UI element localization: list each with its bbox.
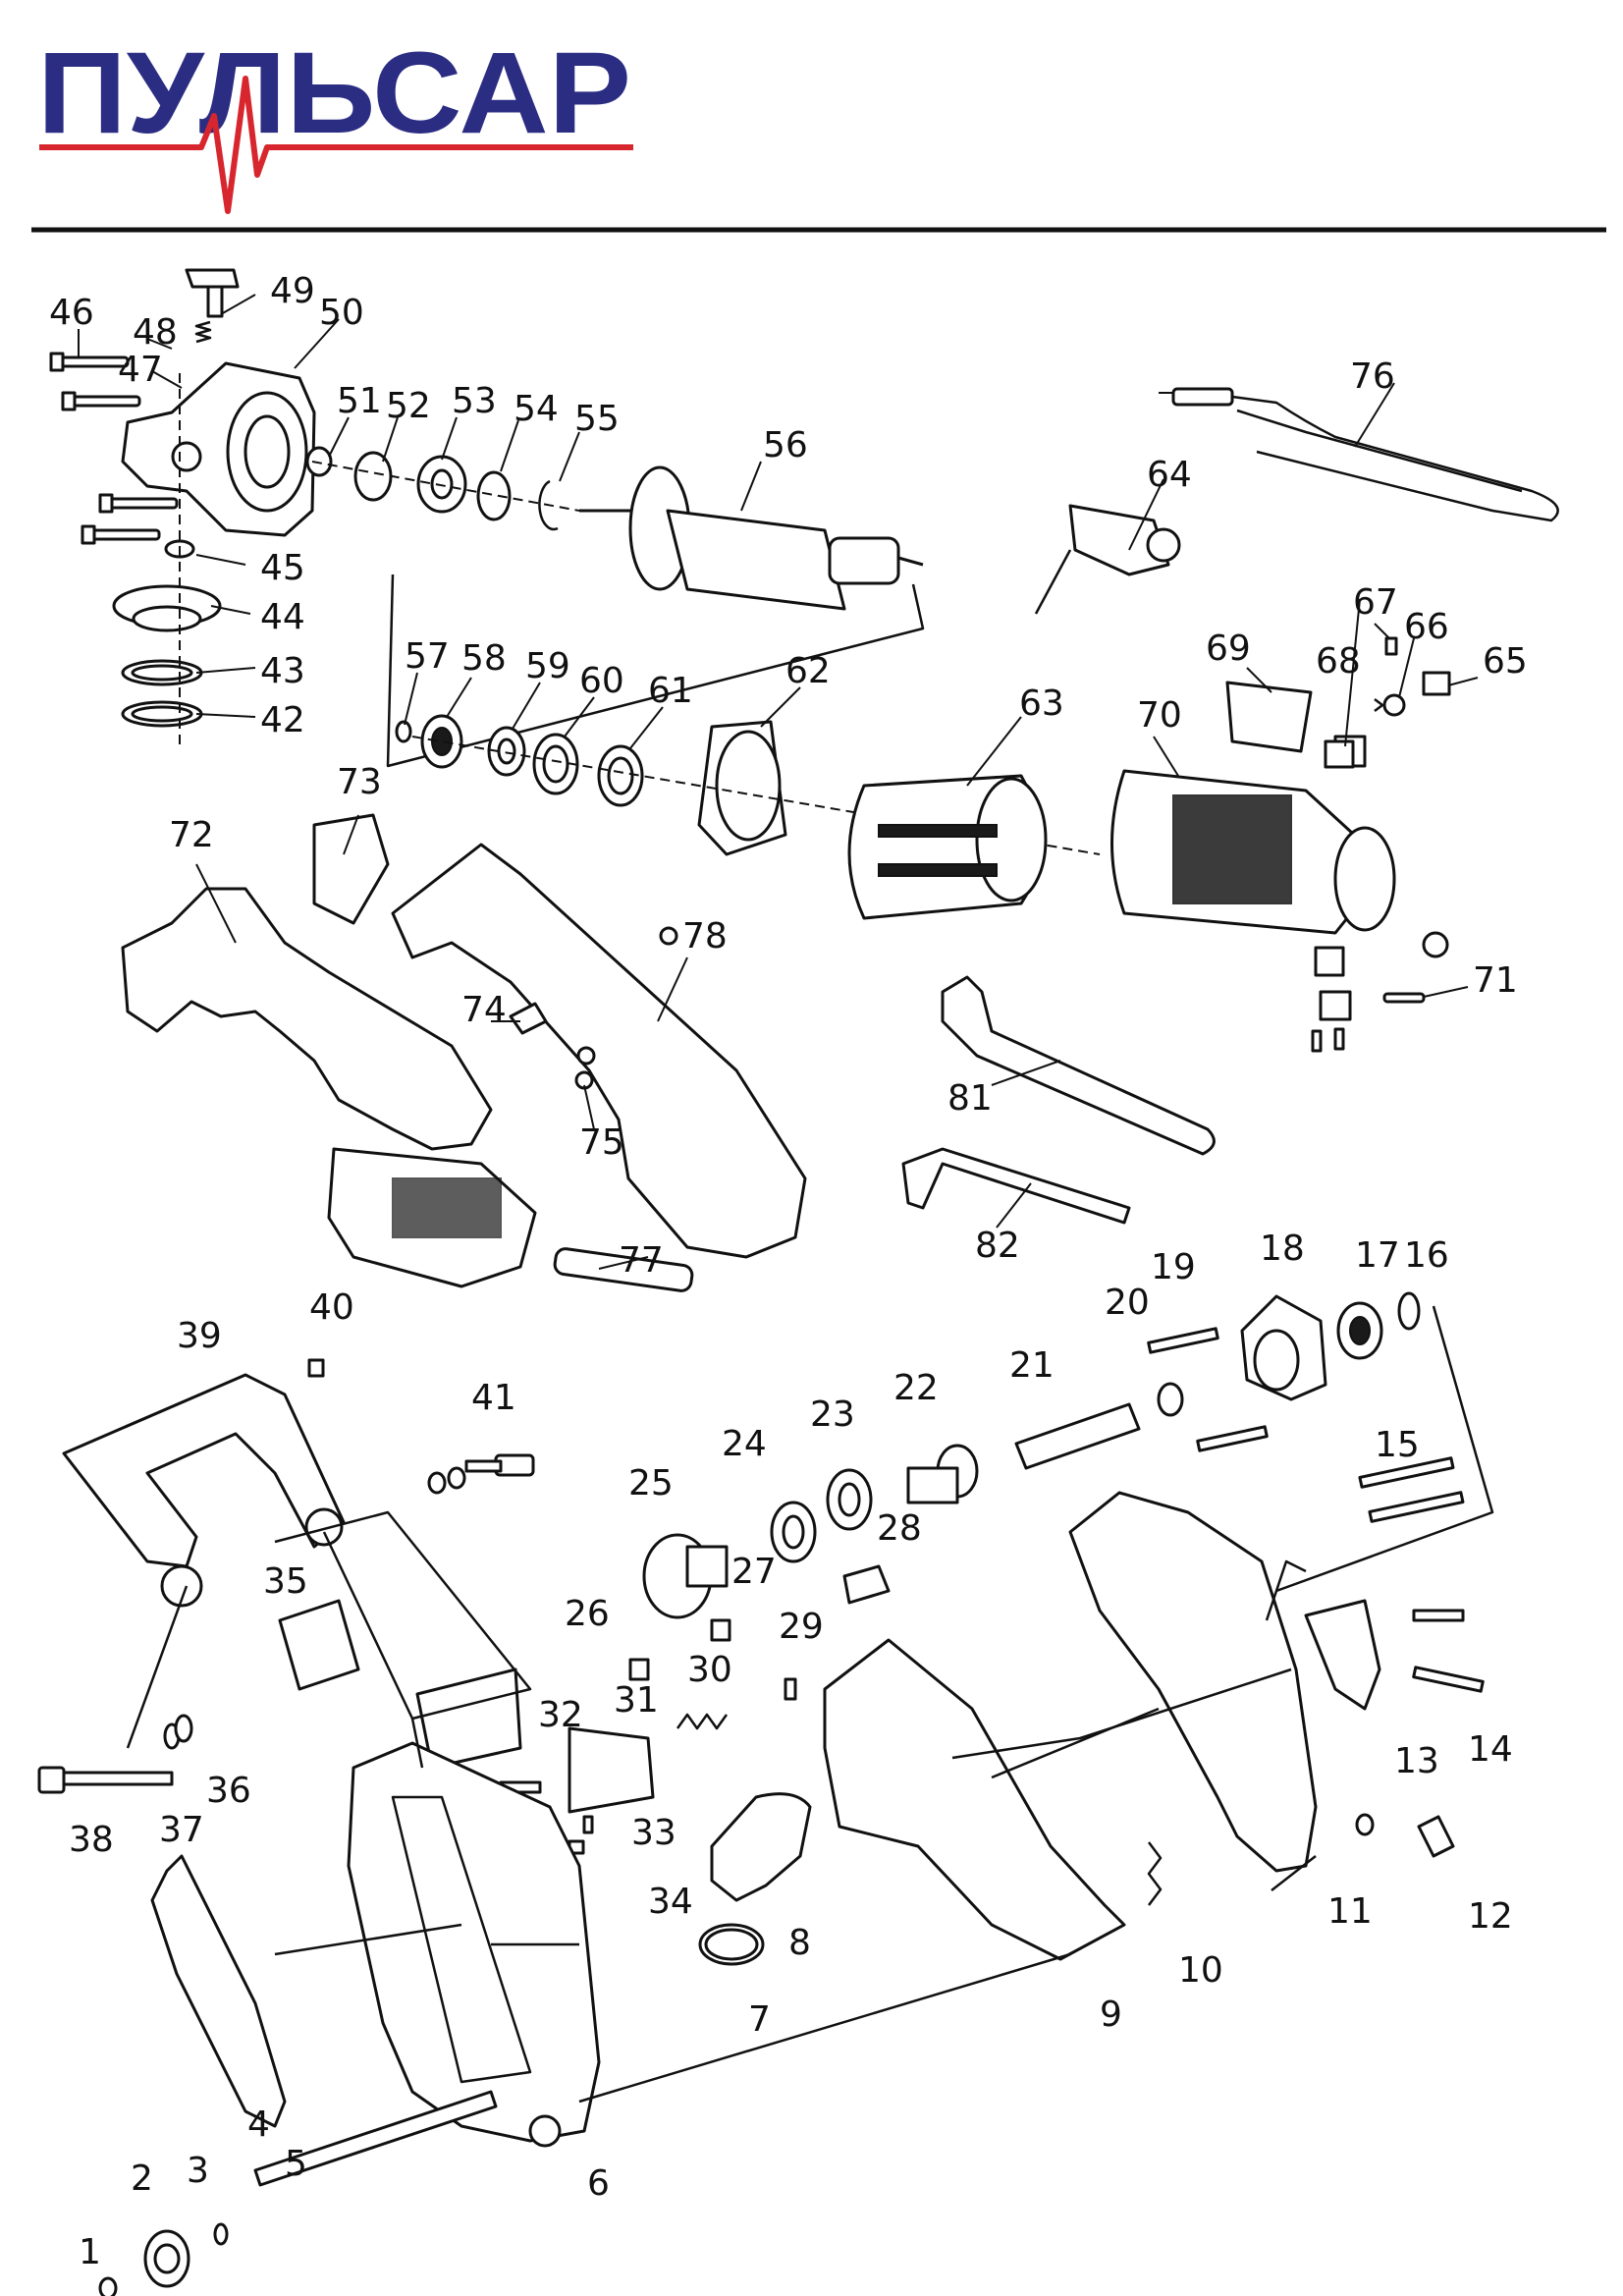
callout-35: 35 bbox=[263, 1561, 308, 1602]
callout-69: 69 bbox=[1206, 629, 1251, 669]
callout-56: 56 bbox=[763, 425, 808, 465]
handle-housing bbox=[121, 813, 807, 1292]
callout-63: 63 bbox=[1019, 683, 1064, 724]
callout-81: 81 bbox=[947, 1078, 993, 1119]
callout-38: 38 bbox=[69, 1820, 114, 1860]
callout-16: 16 bbox=[1404, 1235, 1449, 1276]
callout-82: 82 bbox=[975, 1226, 1020, 1266]
callout-52: 52 bbox=[386, 386, 431, 426]
callout-2: 2 bbox=[131, 2159, 153, 2199]
callout-49: 49 bbox=[270, 271, 315, 311]
callout-48: 48 bbox=[133, 312, 178, 353]
callout-7: 7 bbox=[748, 1999, 771, 2040]
callout-57: 57 bbox=[405, 636, 450, 677]
callout-8: 8 bbox=[788, 1923, 811, 1963]
callout-53: 53 bbox=[452, 381, 497, 421]
callout-65: 65 bbox=[1483, 641, 1528, 682]
callout-12: 12 bbox=[1468, 1896, 1513, 1937]
callout-34: 34 bbox=[648, 1882, 693, 1922]
callout-36: 36 bbox=[206, 1771, 251, 1811]
callout-33: 33 bbox=[631, 1813, 676, 1853]
callout-41: 41 bbox=[471, 1378, 516, 1418]
callout-20: 20 bbox=[1105, 1283, 1150, 1323]
callout-29: 29 bbox=[779, 1607, 824, 1647]
callout-77: 77 bbox=[619, 1240, 664, 1281]
callout-6: 6 bbox=[587, 2163, 610, 2204]
callout-22: 22 bbox=[893, 1368, 939, 1408]
callout-47: 47 bbox=[118, 350, 163, 390]
lower-guard-assembly bbox=[37, 1291, 1494, 2296]
callout-5: 5 bbox=[285, 2144, 307, 2184]
callout-25: 25 bbox=[628, 1463, 674, 1503]
screws-46-47 bbox=[49, 352, 179, 545]
callout-18: 18 bbox=[1260, 1229, 1305, 1269]
callout-78: 78 bbox=[682, 916, 728, 957]
callout-19: 19 bbox=[1151, 1247, 1196, 1287]
brand-pulse-line bbox=[39, 76, 633, 214]
callout-23: 23 bbox=[810, 1394, 855, 1435]
callout-32: 32 bbox=[538, 1695, 583, 1735]
motor-stator-housing bbox=[847, 769, 1396, 935]
callout-21: 21 bbox=[1009, 1345, 1055, 1386]
tools bbox=[901, 975, 1216, 1225]
callout-75: 75 bbox=[579, 1122, 624, 1163]
callout-45: 45 bbox=[260, 548, 305, 588]
callout-72: 72 bbox=[169, 815, 214, 855]
callout-30: 30 bbox=[687, 1650, 732, 1690]
callout-10: 10 bbox=[1178, 1950, 1223, 1991]
callout-74: 74 bbox=[461, 990, 507, 1030]
callout-14: 14 bbox=[1468, 1729, 1513, 1770]
gear-housing-assembly bbox=[49, 268, 580, 746]
brush-and-cord-parts bbox=[1034, 387, 1559, 1053]
callout-37: 37 bbox=[159, 1810, 204, 1850]
callout-54: 54 bbox=[514, 389, 559, 429]
callout-58: 58 bbox=[461, 638, 507, 679]
bearing-row bbox=[395, 714, 1101, 856]
brand-logo: ПУЛЬСАР bbox=[37, 28, 633, 214]
armature bbox=[386, 465, 925, 768]
callout-50: 50 bbox=[319, 293, 364, 333]
callout-55: 55 bbox=[574, 399, 620, 439]
callout-61: 61 bbox=[648, 671, 693, 711]
callout-28: 28 bbox=[877, 1508, 922, 1549]
callout-66: 66 bbox=[1404, 607, 1449, 647]
callout-40: 40 bbox=[309, 1287, 354, 1328]
callout-24: 24 bbox=[722, 1424, 767, 1464]
callout-42: 42 bbox=[260, 700, 305, 740]
callout-59: 59 bbox=[525, 646, 570, 686]
leader-lines bbox=[78, 294, 1479, 1270]
callout-76: 76 bbox=[1350, 356, 1395, 397]
callout-9: 9 bbox=[1100, 1995, 1122, 2035]
callout-13: 13 bbox=[1394, 1741, 1439, 1781]
callout-43: 43 bbox=[260, 651, 305, 691]
callout-73: 73 bbox=[337, 762, 382, 802]
callout-3: 3 bbox=[187, 2151, 209, 2191]
callout-44: 44 bbox=[260, 597, 305, 637]
callout-62: 62 bbox=[785, 651, 831, 691]
callout-26: 26 bbox=[565, 1594, 610, 1634]
callout-15: 15 bbox=[1375, 1425, 1420, 1465]
callout-60: 60 bbox=[579, 661, 624, 701]
callout-68: 68 bbox=[1316, 641, 1361, 682]
callout-17: 17 bbox=[1355, 1235, 1400, 1276]
callout-51: 51 bbox=[337, 381, 382, 421]
callout-1: 1 bbox=[79, 2232, 101, 2272]
callout-71: 71 bbox=[1473, 960, 1518, 1001]
callout-4: 4 bbox=[247, 2105, 270, 2145]
callout-67: 67 bbox=[1353, 582, 1398, 623]
callout-46: 46 bbox=[49, 293, 94, 333]
callout-labels: 1 2 3 4 5 6 7 8 9 10 11 12 13 14 15 16 1… bbox=[49, 271, 1528, 2272]
callout-39: 39 bbox=[177, 1316, 222, 1356]
brand-logo-text: ПУЛЬСАР bbox=[37, 28, 631, 158]
callout-64: 64 bbox=[1147, 455, 1192, 495]
callout-70: 70 bbox=[1137, 695, 1182, 736]
callout-31: 31 bbox=[614, 1680, 659, 1721]
callout-27: 27 bbox=[731, 1552, 777, 1592]
callout-11: 11 bbox=[1327, 1891, 1373, 1932]
